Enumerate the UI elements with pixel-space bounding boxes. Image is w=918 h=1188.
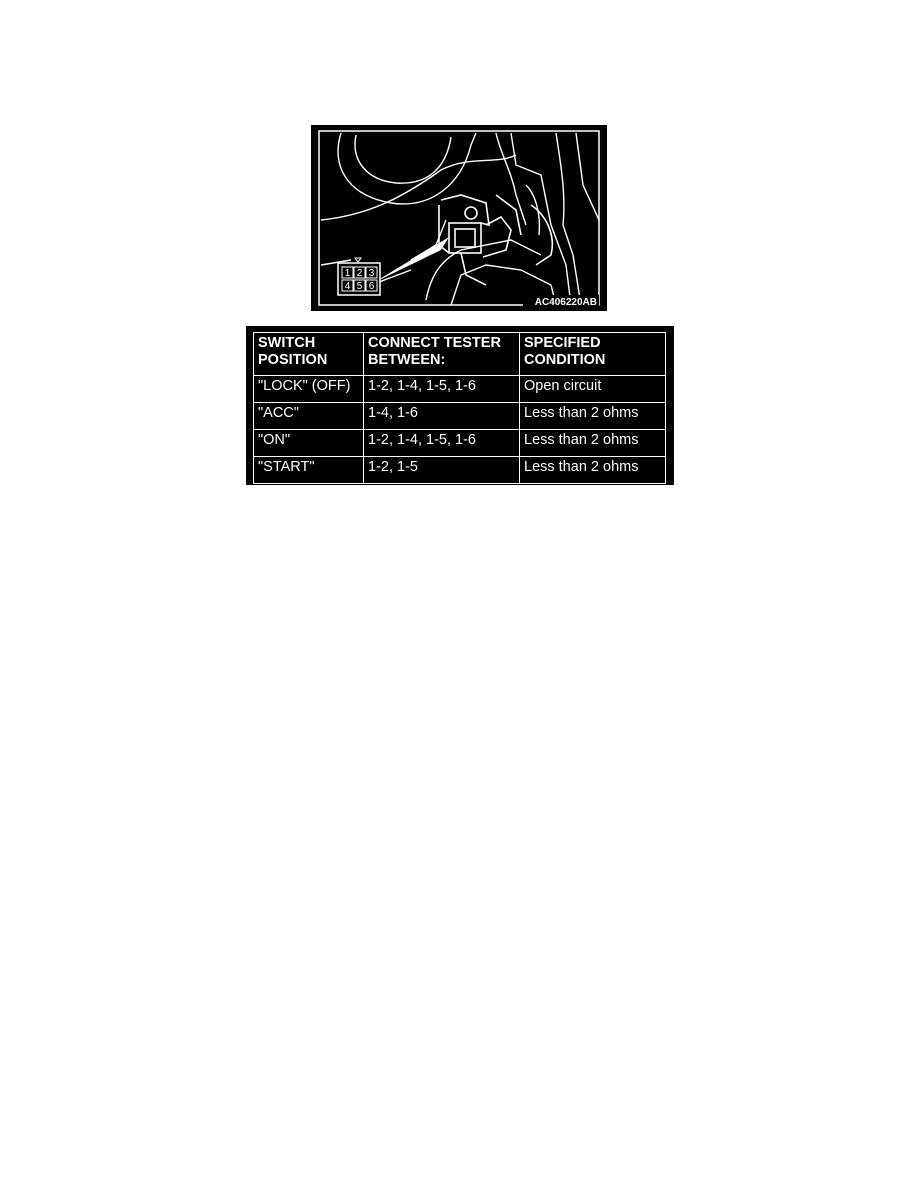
table-row: "LOCK" (OFF) 1-2, 1-4, 1-5, 1-6 Open cir… (253, 375, 666, 403)
table-row: "ON" 1-2, 1-4, 1-5, 1-6 Less than 2 ohms (253, 429, 666, 457)
ignition-switch-drawing: 1 2 3 4 5 6 AC406220AB (311, 125, 607, 311)
pin-1: 1 (345, 268, 351, 279)
cell-tester-terminals: 1-2, 1-5 (363, 456, 520, 484)
pin-3: 3 (369, 268, 375, 279)
figure-code: AC406220AB (535, 297, 597, 308)
cell-switch-position: "ON" (253, 429, 364, 457)
cell-condition: Open circuit (519, 375, 666, 403)
cell-condition: Less than 2 ohms (519, 429, 666, 457)
cell-tester-terminals: 1-2, 1-4, 1-5, 1-6 (363, 429, 520, 457)
header-line: CONNECT TESTER (368, 335, 501, 351)
header-line: CONDITION (524, 352, 606, 368)
header-switch-position: SWITCH POSITION (253, 332, 364, 376)
table-row: "START" 1-2, 1-5 Less than 2 ohms (253, 456, 666, 484)
table-row: "ACC" 1-4, 1-6 Less than 2 ohms (253, 402, 666, 430)
header-specified-condition: SPECIFIED CONDITION (519, 332, 666, 376)
cell-switch-position: "START" (253, 456, 364, 484)
switch-continuity-table: SWITCH POSITION CONNECT TESTER BETWEEN: … (246, 326, 674, 485)
header-line: SPECIFIED (524, 335, 601, 351)
cell-tester-terminals: 1-4, 1-6 (363, 402, 520, 430)
ignition-switch-illustration: 1 2 3 4 5 6 AC406220AB (311, 125, 607, 311)
cell-condition: Less than 2 ohms (519, 456, 666, 484)
pin-4: 4 (345, 281, 351, 292)
cell-condition: Less than 2 ohms (519, 402, 666, 430)
cell-switch-position: "ACC" (253, 402, 364, 430)
pin-5: 5 (357, 281, 363, 292)
continuity-table: SWITCH POSITION CONNECT TESTER BETWEEN: … (253, 332, 666, 484)
header-line: POSITION (258, 352, 328, 368)
header-line: BETWEEN: (368, 352, 446, 368)
table-header-row: SWITCH POSITION CONNECT TESTER BETWEEN: … (253, 332, 666, 376)
pin-6: 6 (369, 281, 375, 292)
header-connect-tester: CONNECT TESTER BETWEEN: (363, 332, 520, 376)
header-line: SWITCH (258, 335, 316, 351)
cell-switch-position: "LOCK" (OFF) (253, 375, 364, 403)
pin-2: 2 (357, 268, 363, 279)
cell-tester-terminals: 1-2, 1-4, 1-5, 1-6 (363, 375, 520, 403)
